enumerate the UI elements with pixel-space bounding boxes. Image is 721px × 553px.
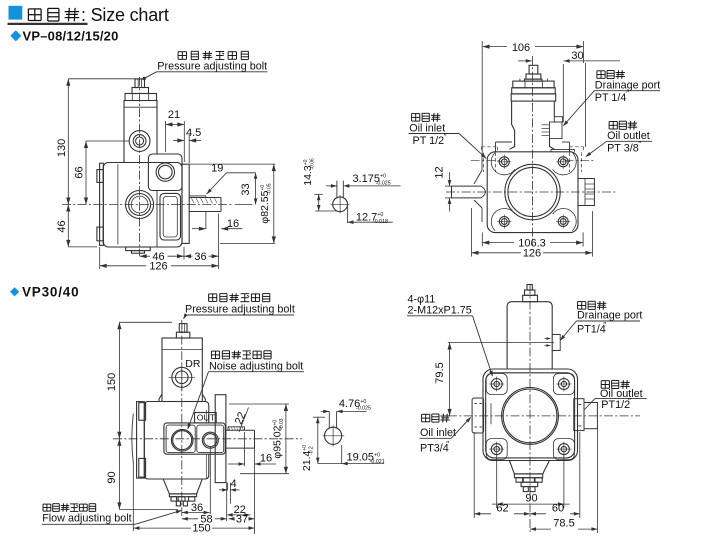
svg-text:106: 106	[512, 42, 530, 54]
svg-text:106.3: 106.3	[518, 237, 546, 249]
svg-text:Oil inlet: Oil inlet	[409, 122, 445, 134]
svg-text:″: ″	[446, 440, 449, 449]
svg-text:21.4+0-0.2: 21.4+0-0.2	[301, 445, 315, 471]
svg-text:16: 16	[227, 218, 239, 230]
svg-text:VP–08/12/15/20: VP–08/12/15/20	[23, 29, 119, 44]
svg-text:″: ″	[626, 90, 629, 99]
svg-text:16: 16	[260, 453, 272, 465]
svg-text:φ82.55+0-0.05: φ82.55+0-0.05	[259, 183, 273, 223]
svg-text:4-φ11: 4-φ11	[408, 294, 436, 306]
svg-text:Pressure adjusting bolt: Pressure adjusting bolt	[185, 304, 295, 316]
svg-text:Drainage port: Drainage port	[595, 79, 660, 91]
svg-text:VP30/40: VP30/40	[22, 284, 79, 299]
svg-text:4: 4	[231, 478, 237, 490]
svg-text:30: 30	[571, 50, 583, 62]
svg-text:PT3/4: PT3/4	[420, 443, 449, 455]
svg-text:Oil outlet: Oil outlet	[607, 130, 650, 142]
svg-text:46: 46	[152, 251, 164, 263]
svg-text:150: 150	[106, 373, 118, 391]
svg-text:Drainage port: Drainage port	[577, 310, 642, 322]
svg-text:12.7+0-0.018: 12.7+0-0.018	[356, 211, 388, 225]
svg-text:62: 62	[496, 502, 508, 514]
svg-text:Pressure adjusting bolt: Pressure adjusting bolt	[157, 61, 267, 73]
svg-text:PT 1/4: PT 1/4	[595, 92, 627, 104]
svg-text:90: 90	[525, 492, 537, 504]
svg-text:130: 130	[56, 139, 68, 157]
svg-text:4.5: 4.5	[186, 127, 201, 139]
svg-text:: Size chart: : Size chart	[81, 5, 169, 25]
svg-text:PT 3/8: PT 3/8	[607, 143, 639, 155]
svg-text:46: 46	[56, 220, 68, 232]
svg-text:4.76+0-0.025: 4.76+0-0.025	[339, 398, 371, 412]
svg-text:150: 150	[192, 523, 210, 535]
svg-text:36: 36	[191, 502, 203, 514]
svg-text:Noise adjusting bolt: Noise adjusting bolt	[209, 360, 303, 372]
svg-text:″: ″	[638, 140, 641, 149]
svg-text:3.175+0-0.025: 3.175+0-0.025	[353, 173, 391, 187]
svg-text:36: 36	[194, 251, 206, 263]
svg-text:DR: DR	[185, 358, 201, 370]
svg-text:2-M12xP1.75: 2-M12xP1.75	[408, 305, 472, 317]
svg-text:58: 58	[200, 513, 212, 525]
svg-text:14.3+0-0.06: 14.3+0-0.06	[302, 158, 316, 186]
svg-text:21: 21	[168, 109, 180, 121]
svg-text:79.5: 79.5	[434, 362, 446, 383]
svg-text:φ95.02+0-0.03: φ95.02+0-0.03	[272, 418, 286, 458]
svg-text:PT1/2: PT1/2	[601, 399, 630, 411]
svg-text:OUT: OUT	[197, 413, 216, 423]
svg-text:126: 126	[523, 248, 541, 260]
svg-text:90: 90	[106, 471, 118, 483]
svg-text:″: ″	[444, 133, 447, 142]
svg-text:″: ″	[603, 321, 606, 330]
svg-text:PT1/4: PT1/4	[577, 323, 606, 335]
svg-text:Oil inlet: Oil inlet	[420, 427, 456, 439]
svg-text:33: 33	[240, 183, 252, 195]
svg-text:66: 66	[73, 166, 85, 178]
svg-text:22: 22	[233, 410, 249, 426]
svg-text:19.05+0-0.021: 19.05+0-0.021	[347, 452, 385, 466]
svg-text:PT 1/2: PT 1/2	[413, 135, 445, 147]
svg-text:″: ″	[628, 397, 631, 406]
svg-text:Flow adjusting bolt: Flow adjusting bolt	[42, 513, 131, 525]
svg-text:60: 60	[552, 502, 564, 514]
svg-text:19: 19	[211, 163, 223, 175]
svg-text:12: 12	[434, 166, 446, 178]
svg-text:37: 37	[236, 513, 248, 525]
svg-text:22: 22	[234, 504, 246, 516]
svg-text:78.5: 78.5	[553, 518, 574, 530]
svg-text:Oil outlet: Oil outlet	[600, 388, 643, 400]
svg-text:126: 126	[149, 260, 167, 272]
